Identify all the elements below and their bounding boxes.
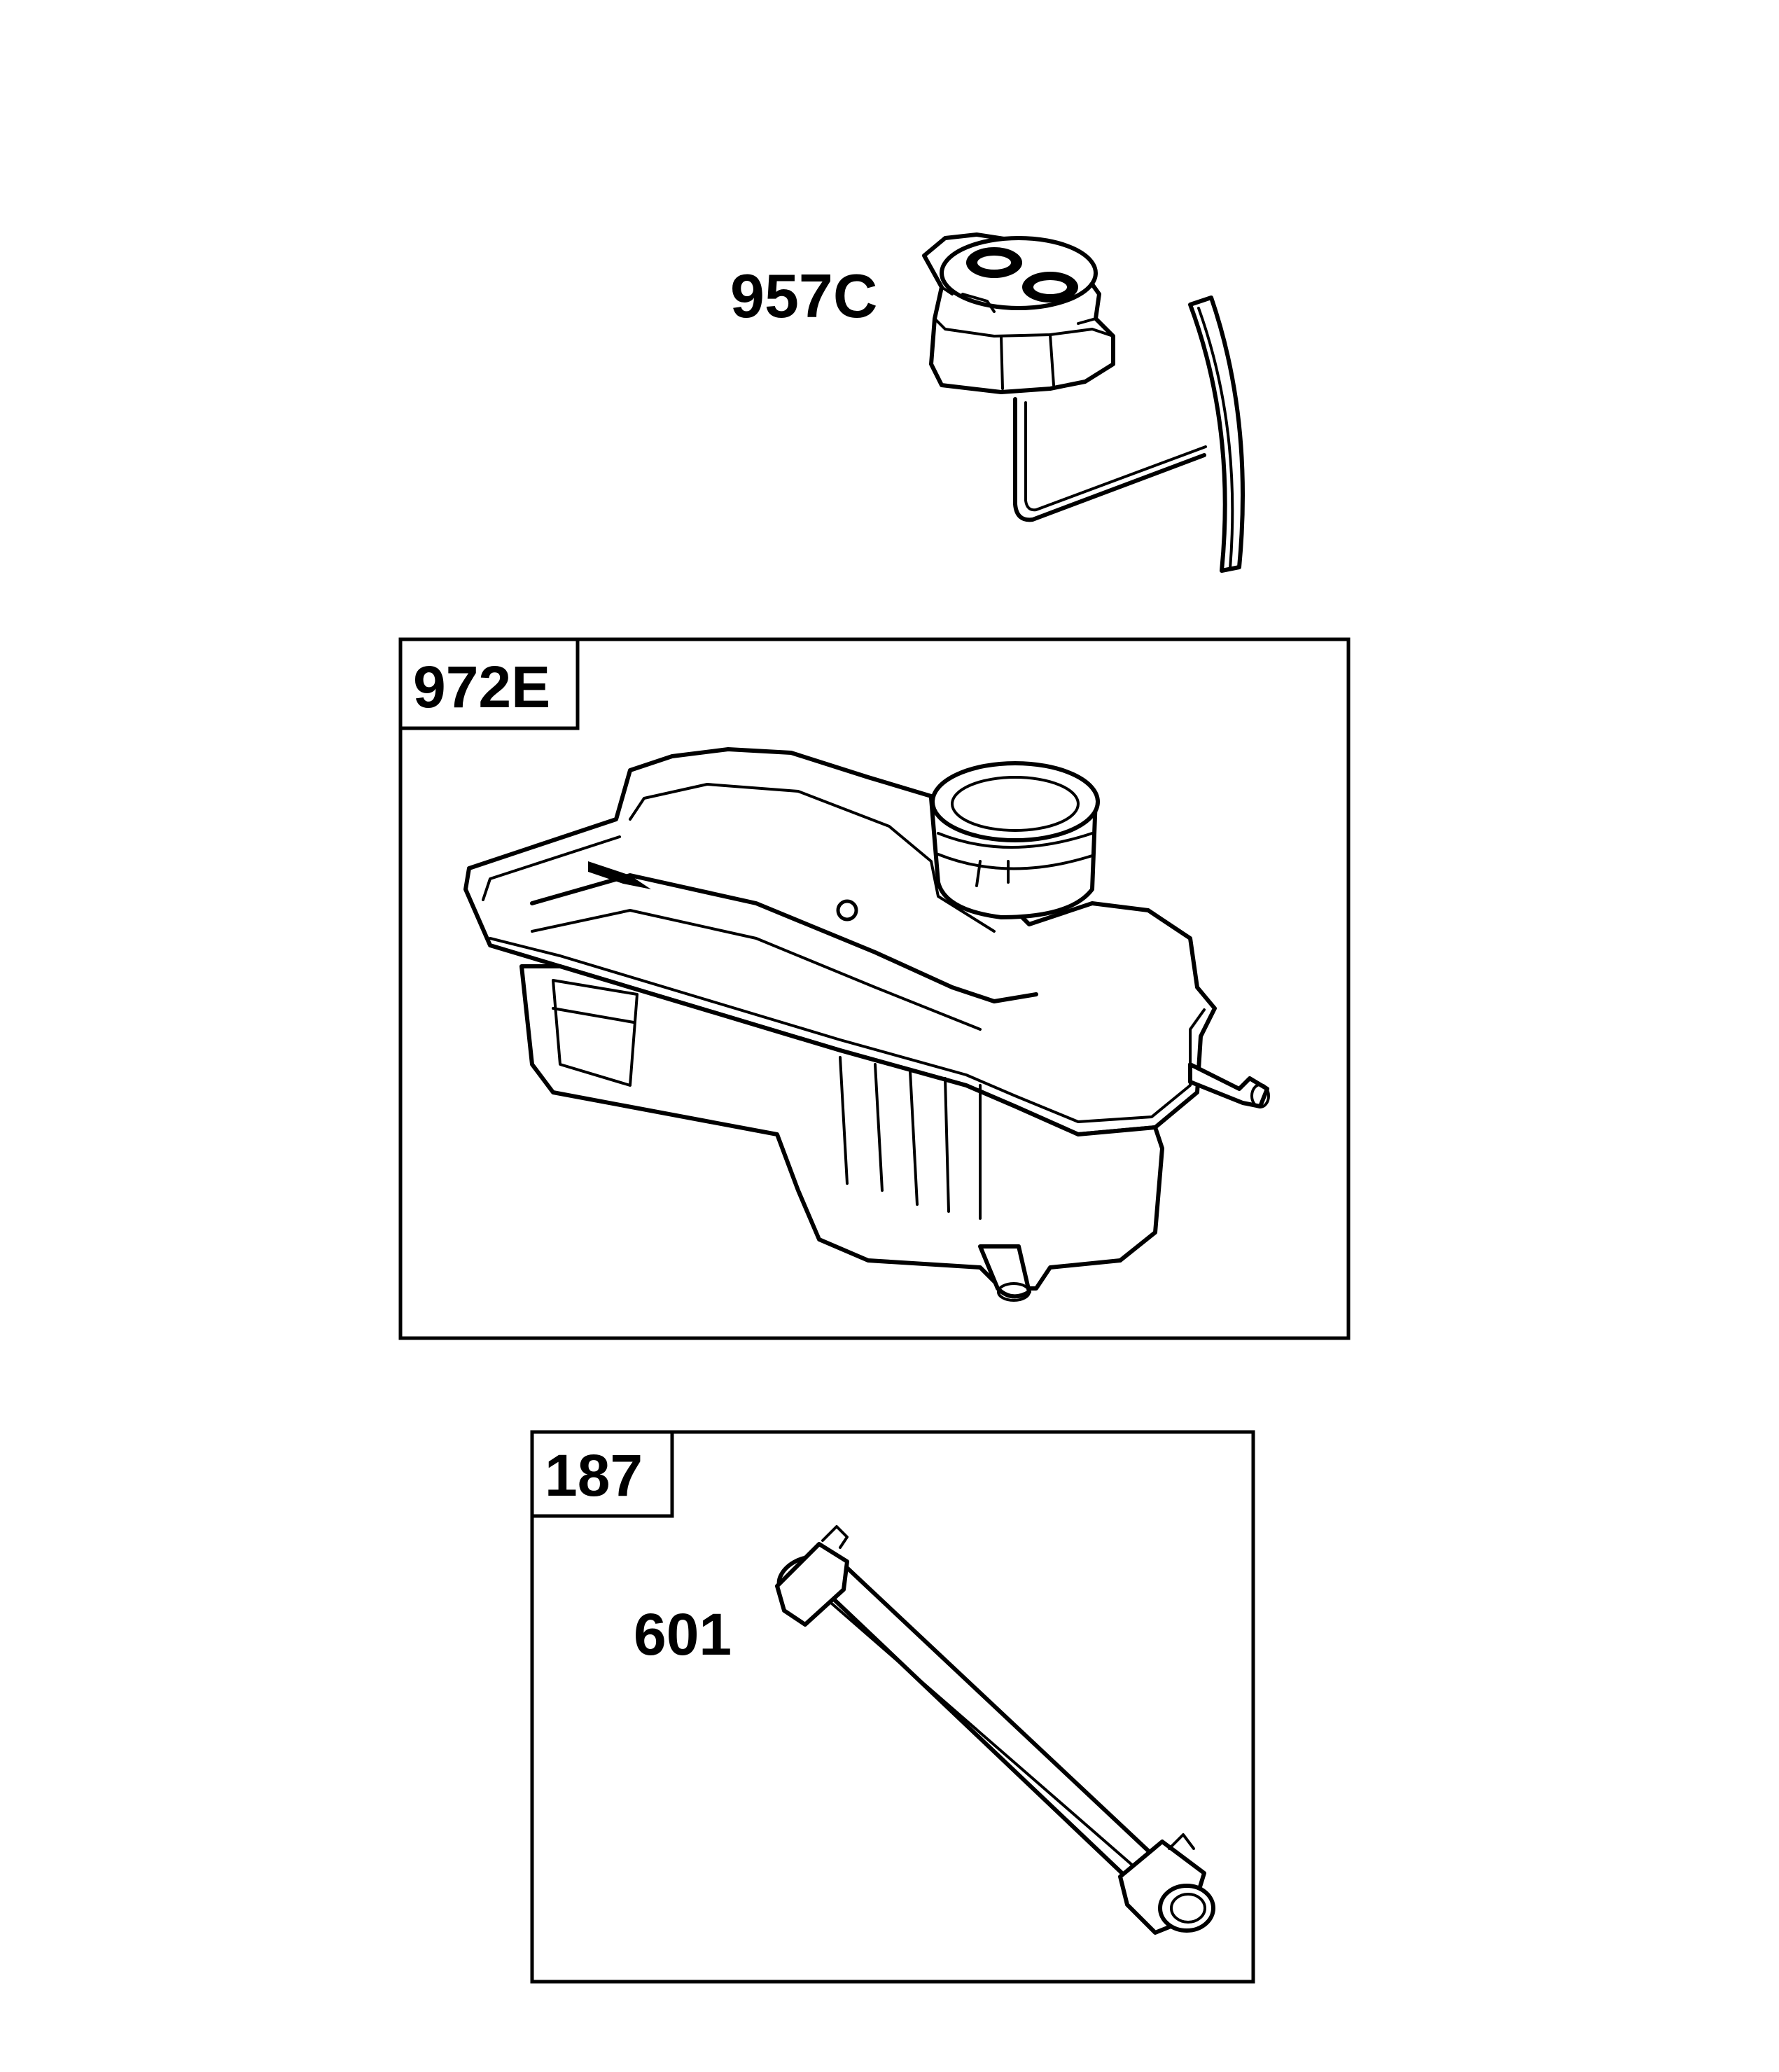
bottom-clamp-tab bbox=[1168, 1833, 1195, 1850]
label-957c: 957C bbox=[730, 261, 877, 331]
fuel-tank-vent-fitting bbox=[1188, 1062, 1269, 1108]
fuel-cap-arrow bbox=[961, 293, 996, 313]
fuel-hose bbox=[775, 1525, 1215, 1935]
fuel-tank-lower-body bbox=[519, 964, 1164, 1291]
fuel-tank-recess bbox=[552, 979, 639, 1087]
retainer-center-line bbox=[1197, 307, 1234, 570]
fuel-tank-vent-hole bbox=[836, 899, 858, 922]
fuel-tank-filler-opening bbox=[930, 761, 1100, 842]
fuel-cap-tether-inner bbox=[1024, 401, 1207, 512]
fuel-cap-grip-lines bbox=[940, 286, 1097, 390]
fuel-cap-tether bbox=[1013, 397, 1206, 522]
fuel-tank-ribs bbox=[839, 1056, 982, 1220]
fuel-hose-body bbox=[803, 1556, 1185, 1907]
fuel-hose-center-line bbox=[814, 1588, 1167, 1896]
fuel-tank-box: 972E bbox=[398, 637, 1351, 1340]
fuel-cap-top bbox=[940, 236, 1098, 310]
fuel-tank-filler-inner bbox=[951, 776, 1080, 832]
emblem-left-highlight bbox=[977, 256, 1011, 270]
top-clamp-tab bbox=[821, 1525, 849, 1549]
fuel-hose-top-clamp-icon bbox=[775, 1542, 849, 1627]
fuel-line-label-box bbox=[530, 1430, 674, 1518]
fuel-tank-frame bbox=[398, 637, 1351, 1340]
fuel-cap-retainer bbox=[1188, 295, 1245, 573]
filler-neck-tabs bbox=[975, 860, 1010, 887]
fuel-tank-drawing bbox=[463, 747, 1270, 1302]
brand-logo-icon bbox=[588, 861, 651, 889]
fuel-line-box: 187 601 bbox=[530, 1430, 1255, 1984]
fuel-tank-label-box bbox=[398, 637, 580, 730]
fuel-tank-outlet-end bbox=[997, 1282, 1031, 1302]
fuel-tank-recess-line bbox=[552, 1007, 635, 1024]
fuel-tank-filler-threads bbox=[937, 832, 1094, 870]
fuel-cap-assembly: 957C bbox=[730, 232, 1245, 573]
fuel-tank-top-ridge-2 bbox=[629, 783, 996, 933]
label-972e: 972E bbox=[413, 654, 550, 720]
fuel-line-frame bbox=[530, 1430, 1255, 1984]
emblem-right-highlight bbox=[1033, 280, 1067, 294]
fuel-tank-side-ridge bbox=[531, 909, 982, 1031]
fuel-cap-rim bbox=[933, 317, 1115, 338]
vent-fitting-end bbox=[1250, 1083, 1270, 1108]
label-601: 601 bbox=[634, 1601, 732, 1667]
fuel-hose-bottom-bore bbox=[1170, 1893, 1206, 1924]
label-187: 187 bbox=[545, 1442, 643, 1508]
